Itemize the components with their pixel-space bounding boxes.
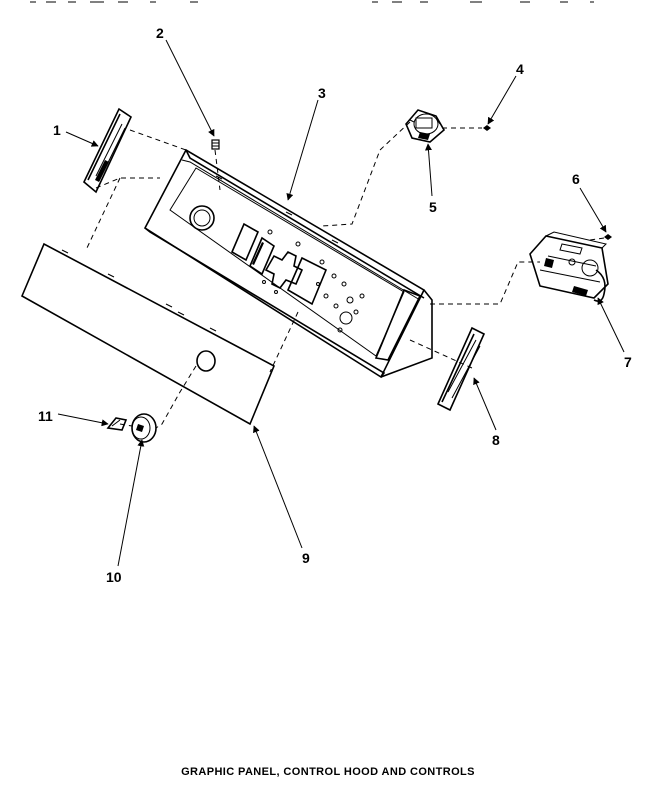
callout-6: 6 <box>572 171 580 187</box>
callout-2: 2 <box>156 25 164 41</box>
part-3-control-hood <box>143 148 433 379</box>
assembly-dash-lines <box>85 121 605 429</box>
leader-lines <box>57 39 625 567</box>
part-1-left-end-cap <box>83 107 133 194</box>
callout-9: 9 <box>302 550 310 566</box>
callout-10: 10 <box>106 569 122 585</box>
part-11-knob-insert <box>106 417 128 431</box>
part-9-graphic-panel <box>20 242 276 426</box>
diagram-caption: GRAPHIC PANEL, CONTROL HOOD AND CONTROLS <box>181 766 475 778</box>
part-6-screw <box>604 234 612 240</box>
part-10-knob <box>131 413 157 443</box>
part-7-timer <box>529 231 609 302</box>
callout-7: 7 <box>624 354 632 370</box>
callout-4: 4 <box>516 61 524 77</box>
callout-3: 3 <box>318 85 326 101</box>
part-2-screw <box>211 139 220 150</box>
part-4-screw <box>483 125 491 131</box>
callout-8: 8 <box>492 432 500 448</box>
callout-1: 1 <box>53 122 61 138</box>
part-8-right-end-cap <box>436 326 486 412</box>
callout-11: 11 <box>38 408 53 424</box>
part-5-switch <box>405 109 446 143</box>
callout-5: 5 <box>429 199 437 215</box>
